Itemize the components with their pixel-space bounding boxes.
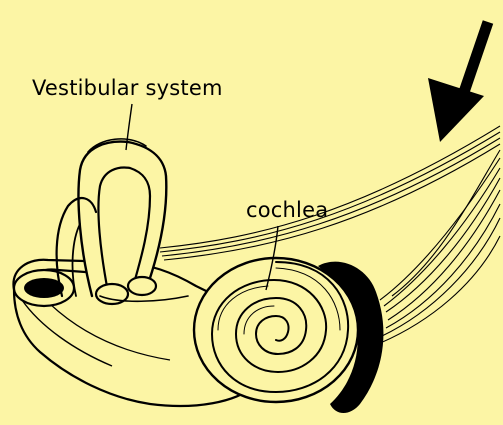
cochlea-spiral [194,258,358,402]
oval-window [14,270,74,306]
vestibular-system-label: Vestibular system [32,76,223,100]
arrow-down-left-icon [428,22,488,142]
cochlea-label: cochlea [246,198,328,222]
